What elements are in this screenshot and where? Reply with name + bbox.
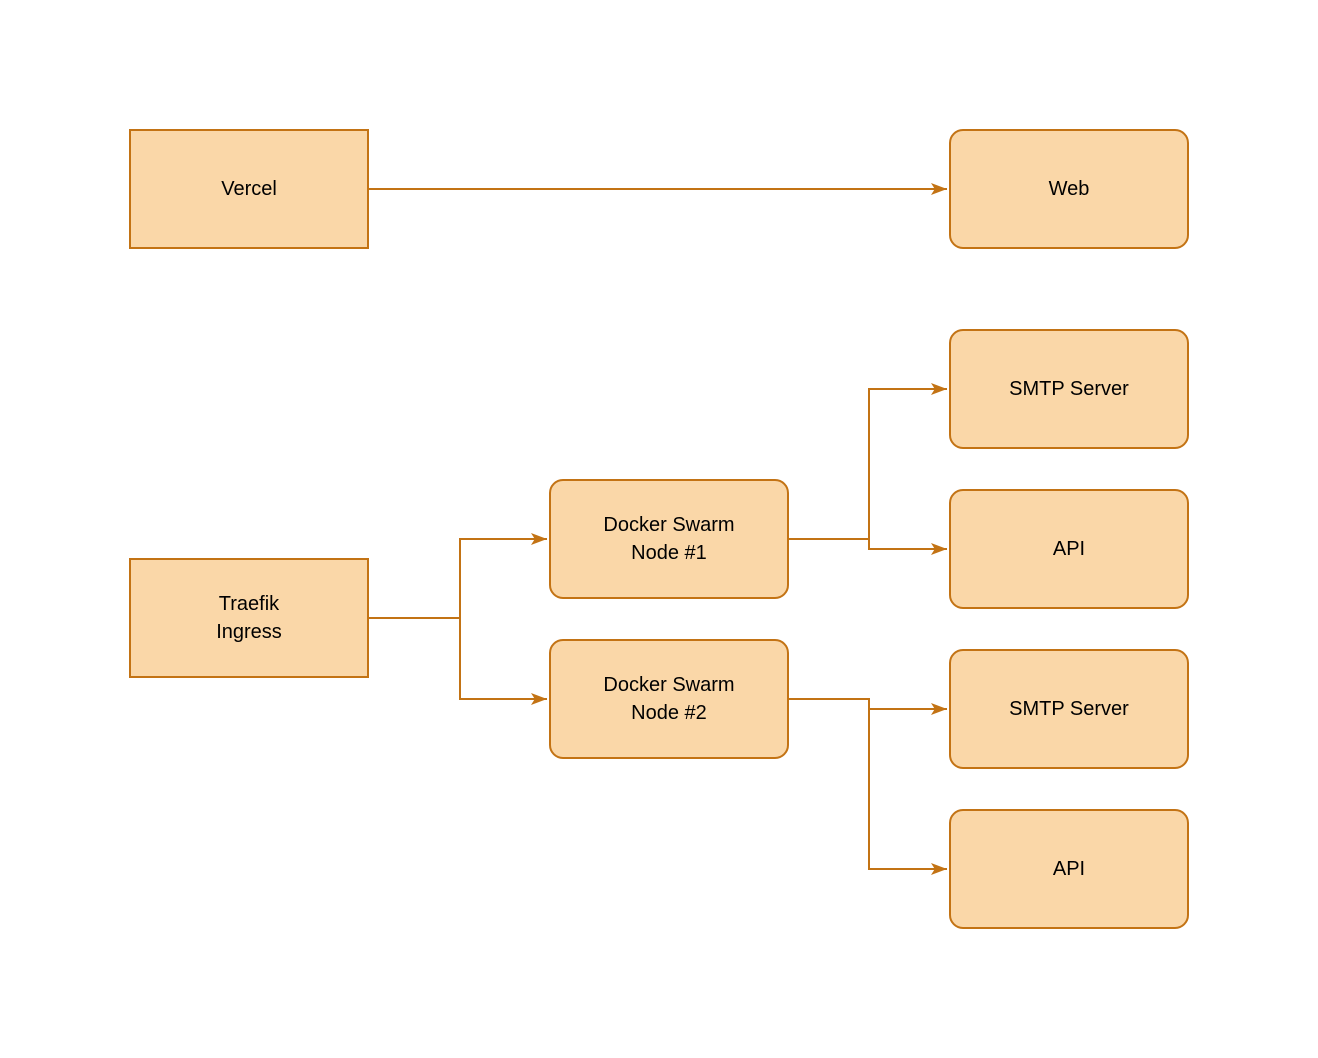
node-docker-swarm-2: Docker Swarm Node #2 (549, 639, 789, 759)
node-api-1: API (949, 489, 1189, 609)
edge-traefik-node2 (369, 617, 547, 705)
edge-node1-api (789, 538, 947, 555)
node-smtp-server-1: SMTP Server (949, 329, 1189, 449)
node-api-2: API (949, 809, 1189, 929)
node-smtp-server-1-label: SMTP Server (1009, 378, 1129, 400)
edge-node2-smtp (789, 698, 947, 715)
edge-node1-smtp (789, 383, 947, 540)
node-api-1-label: API (1052, 538, 1086, 560)
node-vercel: Vercel (129, 129, 369, 249)
edge-node2-api (789, 698, 947, 875)
node-smtp-server-2: SMTP Server (949, 649, 1189, 769)
node-traefik-ingress: Traefik Ingress (129, 558, 369, 678)
edge-traefik-node1 (369, 533, 547, 619)
node-traefik-ingress-label: Traefik Ingress (216, 593, 282, 643)
node-web: Web (949, 129, 1189, 249)
node-web-label: Web (1048, 178, 1090, 200)
node-docker-swarm-2-label: Docker Swarm Node #2 (603, 674, 735, 724)
node-docker-swarm-1: Docker Swarm Node #1 (549, 479, 789, 599)
node-vercel-label: Vercel (221, 178, 277, 200)
node-api-2-label: API (1052, 858, 1086, 880)
node-smtp-server-2-label: SMTP Server (1009, 698, 1129, 720)
node-docker-swarm-1-label: Docker Swarm Node #1 (603, 514, 735, 564)
